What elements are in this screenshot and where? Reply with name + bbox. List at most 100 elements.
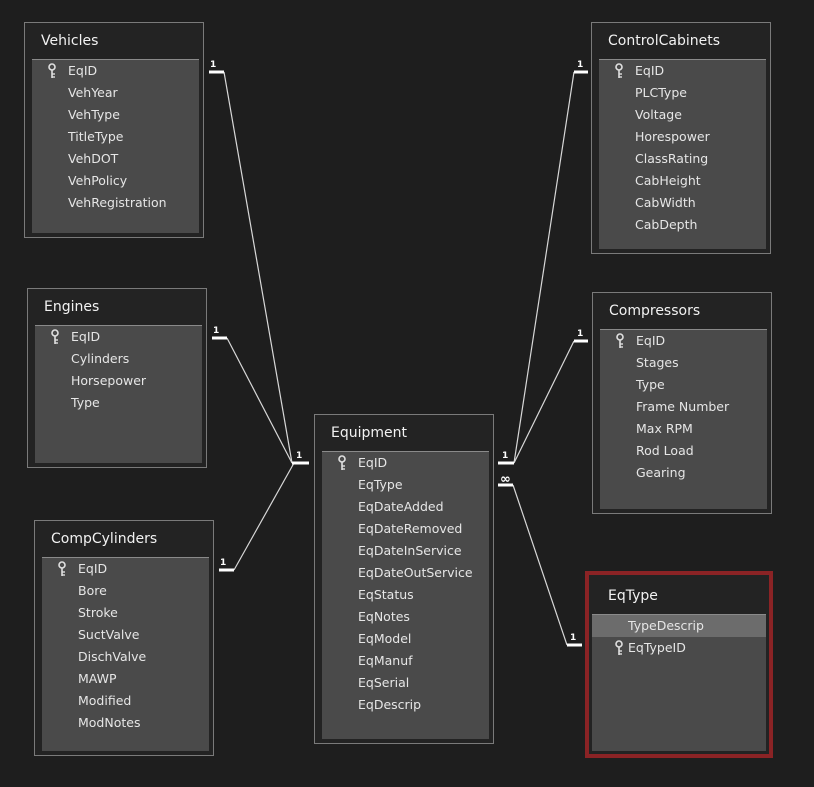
field-name: EqDateInService (358, 543, 462, 558)
field[interactable]: CabDepth (599, 214, 766, 236)
field-name: TitleType (68, 129, 124, 144)
field[interactable]: EqDateRemoved (322, 518, 489, 540)
table-title[interactable]: Equipment (331, 425, 407, 441)
field-name: ModNotes (78, 715, 141, 730)
field-list: EqID Stages Type Frame Number Max RPM Ro… (600, 329, 767, 509)
field-name: EqNotes (358, 609, 410, 624)
field[interactable]: Stages (600, 352, 767, 374)
field-name: EqID (78, 561, 108, 576)
field[interactable]: Gearing (600, 462, 767, 484)
field[interactable]: Max RPM (600, 418, 767, 440)
field[interactable]: VehType (32, 104, 199, 126)
field[interactable]: SuctValve (42, 624, 209, 646)
field[interactable]: EqID (42, 558, 209, 580)
field[interactable]: EqID (322, 452, 489, 474)
field[interactable]: EqDateOutService (322, 562, 489, 584)
table-title[interactable]: Vehicles (41, 33, 99, 49)
field-list: EqID PLCType Voltage Horespower ClassRat… (599, 59, 766, 249)
field[interactable]: PLCType (599, 82, 766, 104)
field[interactable]: EqType (322, 474, 489, 496)
field[interactable]: CabWidth (599, 192, 766, 214)
table-compcylinders[interactable]: CompCylinders EqID Bore Stroke SuctValve… (34, 520, 214, 756)
table-equipment[interactable]: Equipment EqID EqType EqDateAdded EqDate… (314, 414, 494, 744)
field[interactable]: Cylinders (35, 348, 202, 370)
table-controlcabinets[interactable]: ControlCabinets EqID PLCType Voltage Hor… (591, 22, 771, 254)
rel-eqtype-equipment[interactable] (512, 484, 568, 646)
field[interactable]: Horsepower (35, 370, 202, 392)
field[interactable]: ClassRating (599, 148, 766, 170)
table-title[interactable]: Compressors (609, 303, 701, 319)
table-vehicles[interactable]: Vehicles EqID VehYear VehType TitleType … (24, 22, 204, 238)
field[interactable]: Bore (42, 580, 209, 602)
field[interactable]: EqID (35, 326, 202, 348)
table-eqtype[interactable]: EqType TypeDescrip EqTypeID (585, 571, 773, 758)
field-list: EqID EqType EqDateAdded EqDateRemoved Eq… (322, 451, 489, 739)
field-name: EqStatus (358, 587, 414, 602)
field[interactable]: EqID (32, 60, 199, 82)
table-title[interactable]: ControlCabinets (608, 33, 721, 49)
rel-compcylinders-equipment[interactable] (233, 462, 295, 571)
label-compressors-1: 1 (577, 329, 583, 339)
field[interactable]: Modified (42, 690, 209, 712)
rel-compressors-equipment[interactable] (513, 340, 575, 464)
field-name: Modified (78, 693, 132, 708)
field-name: Bore (78, 583, 107, 598)
field[interactable]: VehYear (32, 82, 199, 104)
table-title[interactable]: Engines (44, 299, 100, 315)
field[interactable]: EqID (600, 330, 767, 352)
field-name: VehType (68, 107, 120, 122)
field[interactable]: EqStatus (322, 584, 489, 606)
field[interactable]: EqDateInService (322, 540, 489, 562)
rel-controlcabinets-equipment[interactable] (513, 71, 575, 464)
field[interactable]: TitleType (32, 126, 199, 148)
field[interactable]: EqModel (322, 628, 489, 650)
key-icon (48, 63, 56, 78)
field-name: EqDateAdded (358, 499, 444, 514)
field-list: EqID Cylinders Horsepower Type (35, 325, 202, 463)
label-eqtype-1: 1 (570, 633, 576, 643)
field-name: EqDateOutService (358, 565, 473, 580)
field-name: EqManuf (358, 653, 413, 668)
label-equipment-many: ∞ (500, 472, 511, 487)
field[interactable]: EqManuf (322, 650, 489, 672)
field[interactable]: VehDOT (32, 148, 199, 170)
field-name: ClassRating (635, 151, 709, 166)
field[interactable]: EqNotes (322, 606, 489, 628)
table-compressors[interactable]: Compressors EqID Stages Type Frame Numbe… (592, 292, 772, 514)
field[interactable]: EqDescrip (322, 694, 489, 716)
field-name: SuctValve (78, 627, 140, 642)
field[interactable]: Type (600, 374, 767, 396)
field-selected[interactable]: TypeDescrip (592, 615, 766, 637)
field[interactable]: Stroke (42, 602, 209, 624)
field[interactable]: VehRegistration (32, 192, 199, 214)
table-title[interactable]: EqType (608, 588, 658, 604)
field[interactable]: ModNotes (42, 712, 209, 734)
field-name: EqModel (358, 631, 412, 646)
field[interactable]: Frame Number (600, 396, 767, 418)
rel-engines-equipment[interactable] (226, 337, 293, 464)
field[interactable]: EqID (599, 60, 766, 82)
rel-vehicles-equipment[interactable] (223, 71, 293, 464)
field-name: PLCType (635, 85, 687, 100)
field[interactable]: EqTypeID (592, 637, 766, 659)
field[interactable]: EqDateAdded (322, 496, 489, 518)
field-name: Rod Load (636, 443, 694, 458)
field[interactable]: CabHeight (599, 170, 766, 192)
field-name: EqID (635, 63, 665, 78)
field[interactable]: Horespower (599, 126, 766, 148)
field-name: EqID (68, 63, 98, 78)
field[interactable]: Type (35, 392, 202, 414)
field[interactable]: VehPolicy (32, 170, 199, 192)
field[interactable]: Rod Load (600, 440, 767, 462)
field-name: CabHeight (635, 173, 701, 188)
field[interactable]: DischValve (42, 646, 209, 668)
field[interactable]: Voltage (599, 104, 766, 126)
field-name: EqSerial (358, 675, 410, 690)
table-engines[interactable]: Engines EqID Cylinders Horsepower Type (27, 288, 207, 468)
field[interactable]: EqSerial (322, 672, 489, 694)
field[interactable]: MAWP (42, 668, 209, 690)
key-icon (616, 333, 624, 348)
field-name: DischValve (78, 649, 147, 664)
table-title[interactable]: CompCylinders (51, 531, 158, 547)
key-icon (58, 561, 66, 576)
